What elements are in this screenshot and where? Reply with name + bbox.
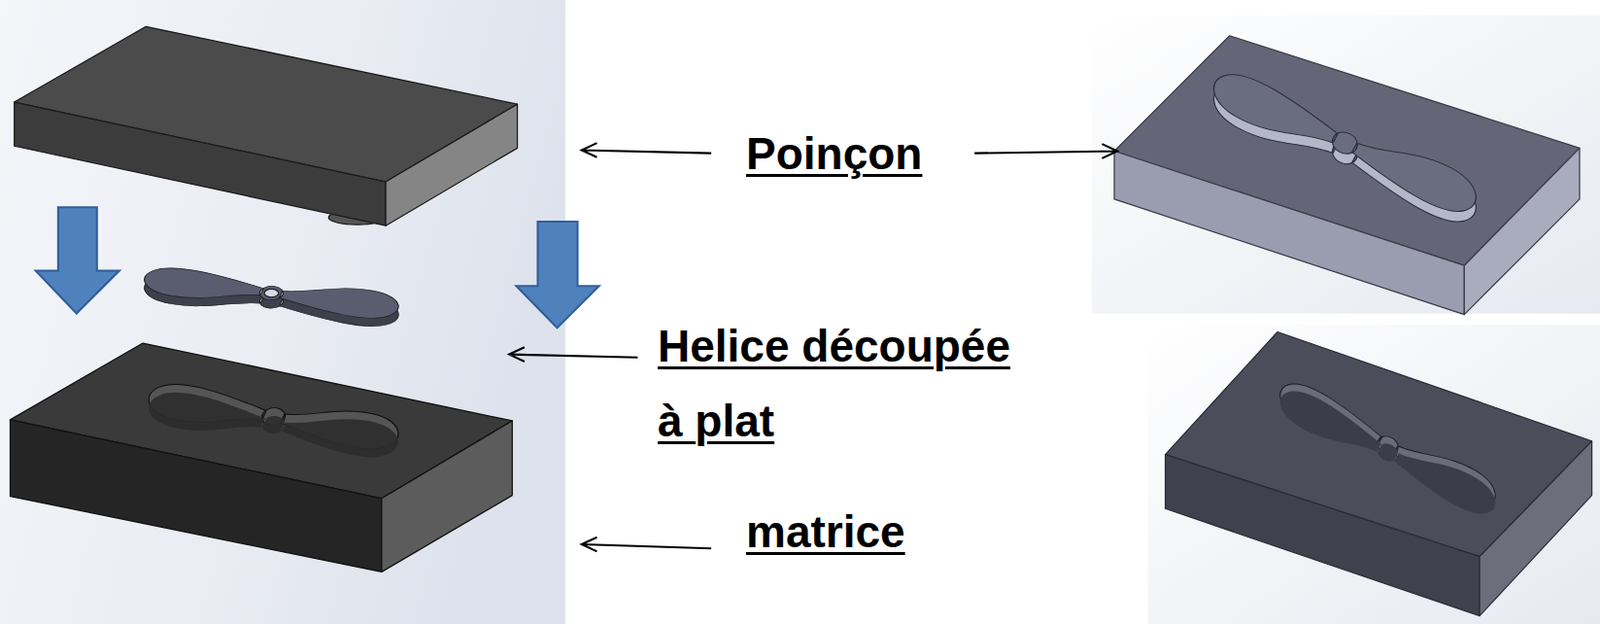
part-label: matrice	[746, 494, 906, 570]
punch-block-view	[1114, 35, 1580, 315]
panel-background	[1148, 324, 1600, 624]
punch-block	[14, 26, 518, 226]
die-cavity	[141, 373, 406, 469]
propeller-part	[138, 259, 405, 335]
leader-arrow	[509, 142, 1118, 551]
die-cavity-view	[1272, 370, 1503, 527]
panel-background	[0, 0, 566, 624]
die-block-view	[1165, 331, 1593, 615]
part-label: Poinçon	[746, 116, 922, 192]
part-label: Helice découpée à plat	[657, 308, 1016, 459]
die-block	[10, 342, 513, 572]
punch-relief	[1204, 58, 1485, 238]
